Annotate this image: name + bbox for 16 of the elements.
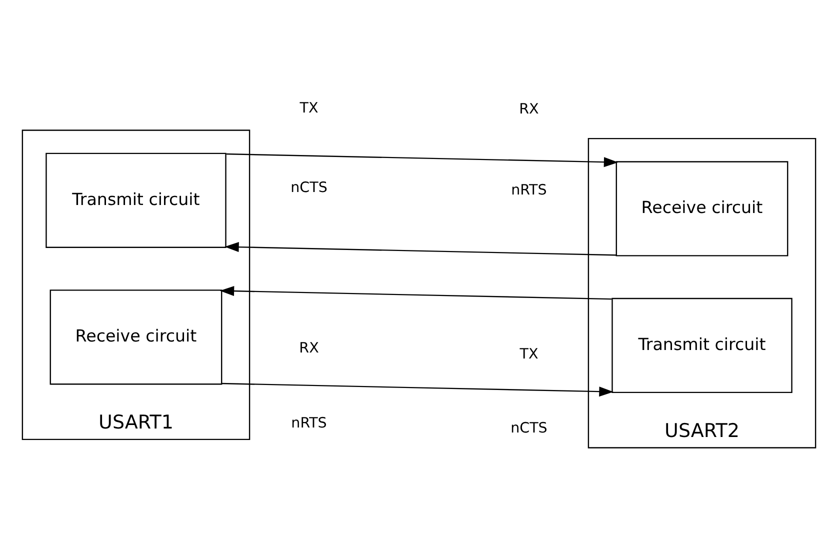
arrow	[226, 152, 618, 167]
label: nRTS	[511, 182, 547, 198]
node-box: Receive circuit	[616, 160, 788, 256]
label: TX	[300, 100, 318, 116]
arrow	[222, 382, 614, 396]
arrow	[224, 242, 616, 256]
label: RX	[519, 101, 539, 118]
label: TX	[520, 346, 538, 362]
label: nCTS	[510, 420, 548, 436]
node-box: Transmit circuit	[612, 297, 792, 393]
label: nCTS	[290, 180, 328, 196]
node-box: Receive circuit	[50, 289, 222, 384]
node-box: Transmit circuit	[46, 152, 226, 248]
label: RX	[299, 340, 319, 356]
arrow	[220, 286, 612, 300]
label: nRTS	[291, 415, 327, 432]
